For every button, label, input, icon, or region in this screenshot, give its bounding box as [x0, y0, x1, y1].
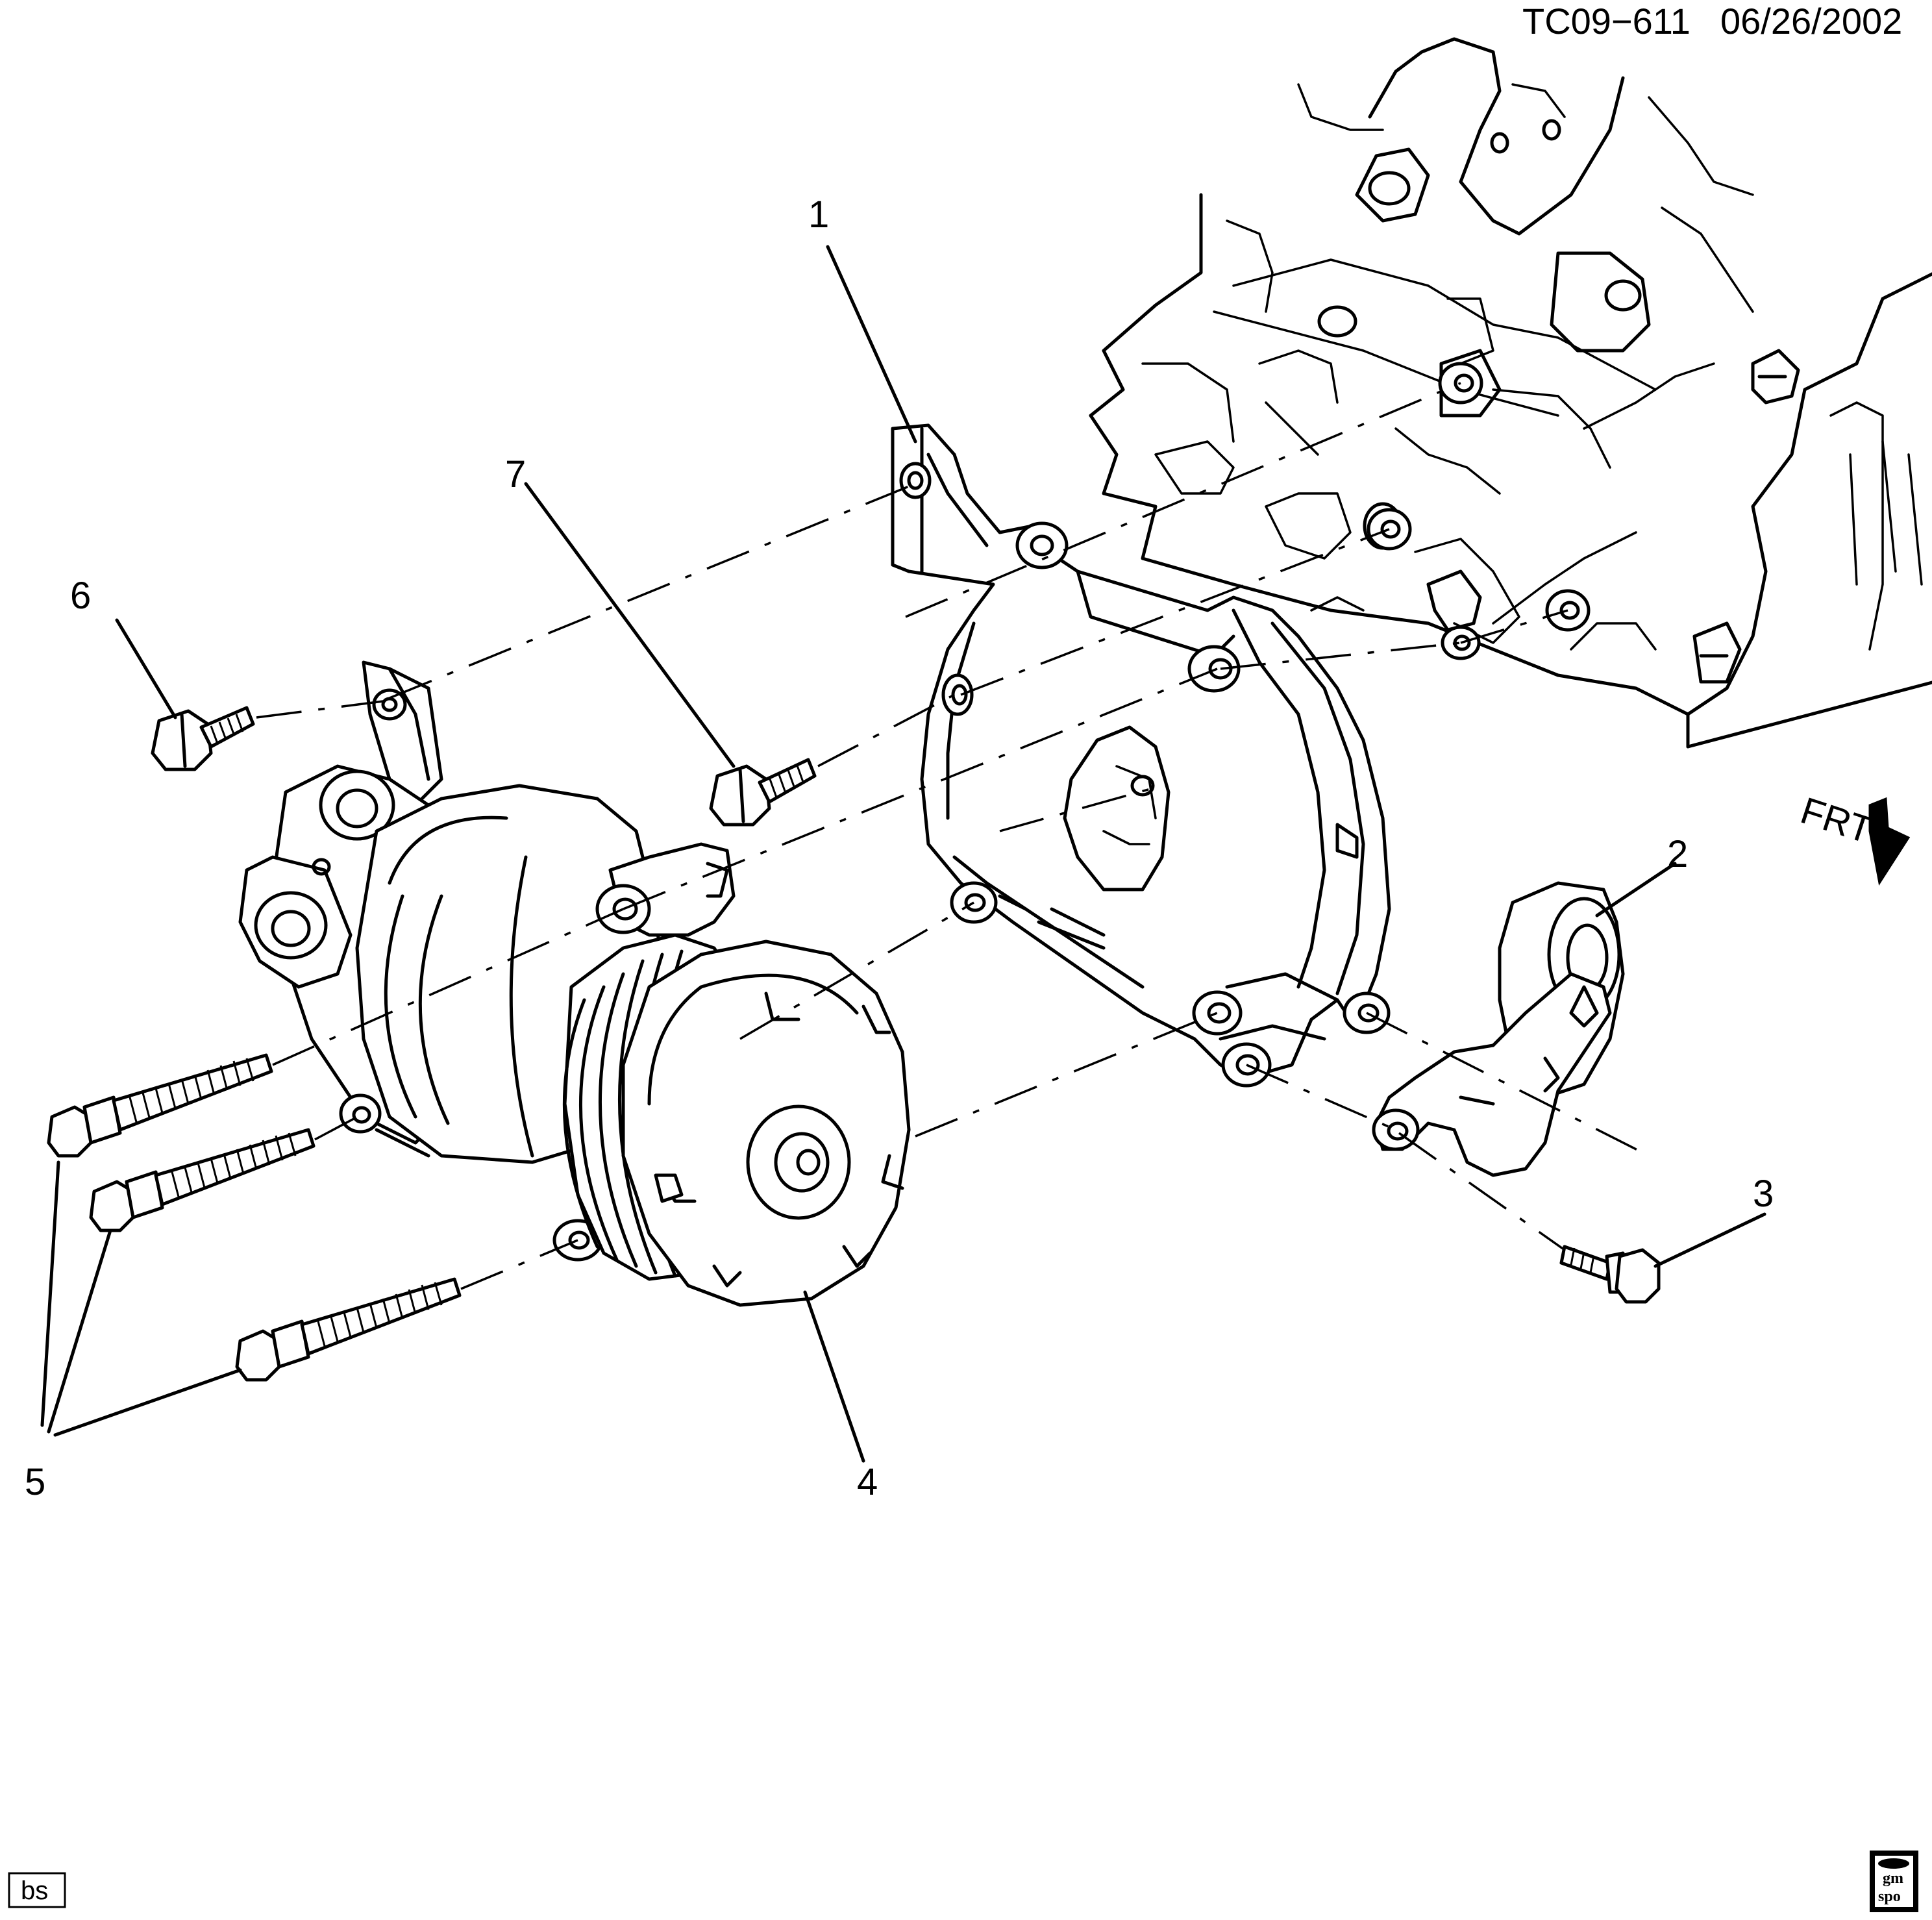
gm-logo-text: gm: [1883, 1870, 1903, 1887]
callout-3: 3: [1753, 1173, 1774, 1215]
bolt-item-5-middle: [89, 1128, 316, 1232]
gm-spo-logo: gm spo: [1870, 1851, 1918, 1912]
leader-lines: [40, 245, 1766, 1463]
bs-badge: bs: [8, 1872, 66, 1908]
front-direction-marker: FRT: [1796, 790, 1911, 886]
callout-4: 4: [857, 1461, 878, 1503]
bolt-item-3: [1559, 1245, 1661, 1304]
callout-1: 1: [808, 193, 829, 236]
engine-block: [1089, 37, 1932, 749]
belt-tensioner: [1372, 881, 1625, 1177]
diagram-id: TC09−611: [1522, 1, 1690, 42]
callout-5: 5: [25, 1461, 45, 1503]
bolt-item-5-upper: [47, 1053, 273, 1158]
callout-2: 2: [1667, 833, 1688, 875]
bs-badge-text: bs: [21, 1876, 48, 1905]
front-direction-label: FRT: [1796, 790, 1877, 852]
ac-compressor: [238, 660, 911, 1307]
front-arrow-icon: [1868, 797, 1911, 886]
bolt-item-6: [151, 706, 255, 771]
callout-7: 7: [505, 453, 526, 495]
bolt-item-5-lower: [235, 1277, 462, 1382]
engine-mount-bosses: [1367, 362, 1591, 660]
alignment-lines: [256, 382, 1650, 1290]
bolt-item-7: [709, 758, 817, 827]
compressor-bracket: [891, 423, 1391, 1088]
spo-logo-text: spo: [1878, 1888, 1901, 1905]
callout-6: 6: [70, 575, 91, 617]
diagram-date: 06/26/2002: [1720, 1, 1902, 42]
